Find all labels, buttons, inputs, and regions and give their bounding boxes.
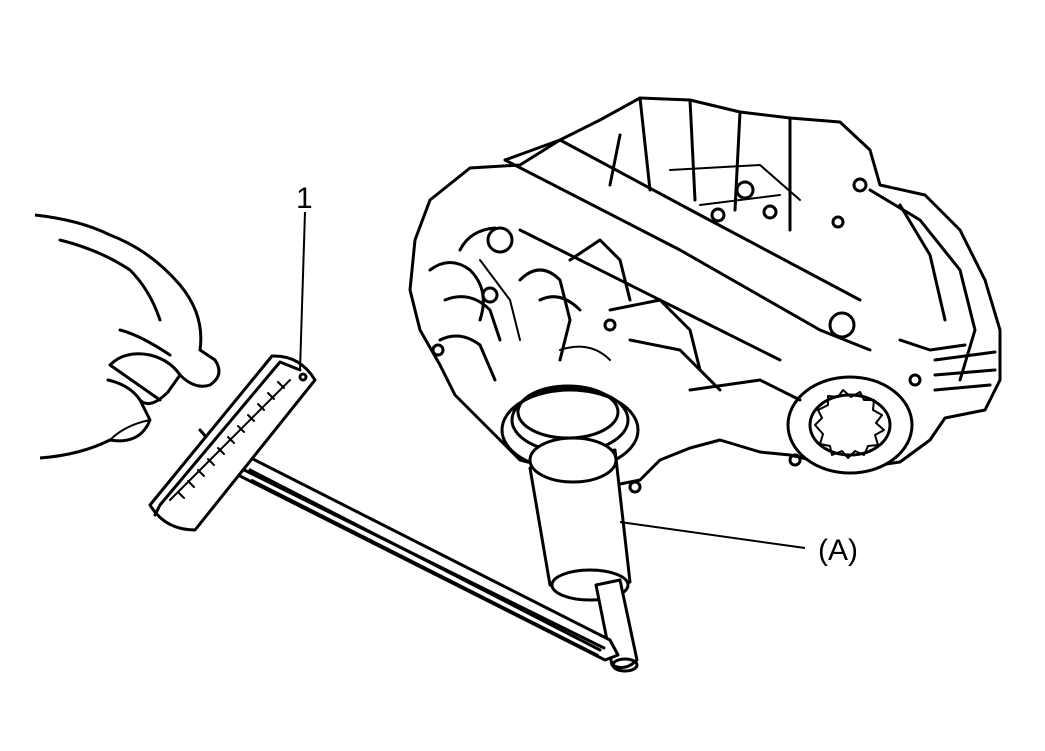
hand [34, 213, 221, 460]
torque-wrench [148, 354, 620, 662]
callout-label-1: 1 [296, 182, 313, 215]
callout-a-leader [619, 521, 806, 549]
wrench-scale-ticks [177, 381, 285, 499]
special-tool [528, 436, 639, 673]
transfer-case-housing [408, 96, 1002, 494]
callout-label-a: (A) [818, 534, 858, 567]
callout-1-leader [299, 211, 306, 371]
